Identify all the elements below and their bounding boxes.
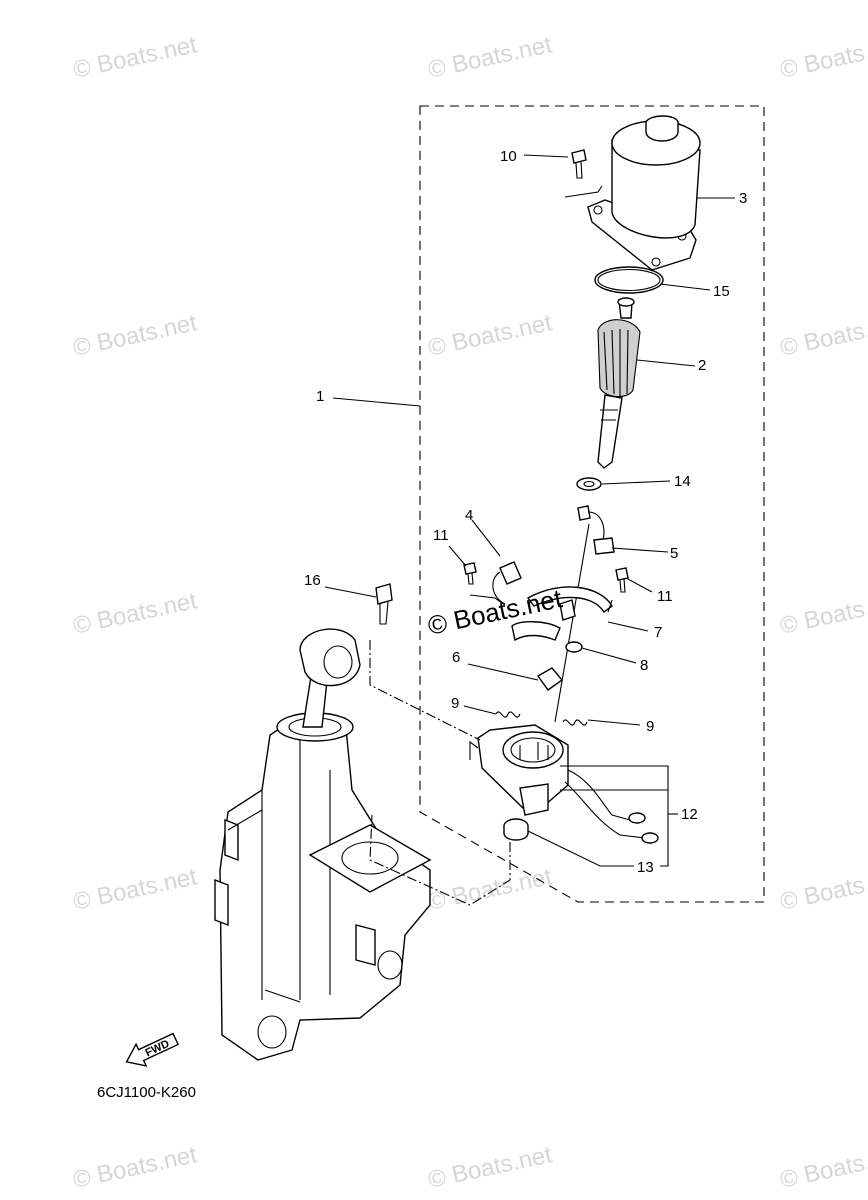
callout-10: 10 (500, 148, 517, 165)
callout-5: 5 (670, 545, 678, 562)
brush-6 (536, 667, 564, 691)
watermark: © Boats.net (778, 31, 868, 84)
watermark: © Boats.net (778, 863, 868, 916)
spring-9-left (495, 711, 521, 718)
callout-13: 13 (637, 859, 654, 876)
brush-lead-5 (554, 505, 615, 723)
watermark: © Boats.net (426, 1141, 555, 1194)
fwd-arrow-icon: FWD (125, 1032, 180, 1067)
callout-4: 4 (465, 507, 473, 524)
watermark: © Boats.net (71, 309, 200, 362)
watermark: © Boats.net (71, 1141, 200, 1194)
washer-8 (565, 641, 583, 653)
callout-8: 8 (640, 657, 648, 674)
diagram-code: 6CJ1100-K260 (97, 1084, 196, 1101)
callout-7: 7 (654, 624, 662, 641)
watermark: © Boats.net (426, 863, 555, 916)
fwd-label: FWD (144, 1038, 172, 1059)
o-ring (594, 266, 664, 294)
watermark: © Boats.net (71, 587, 200, 640)
watermark: © Boats.net (778, 309, 868, 362)
callout-9-right: 9 (646, 718, 654, 735)
leader-lines (324, 154, 735, 867)
callout-16: 16 (304, 572, 321, 589)
callout-6: 6 (452, 649, 460, 666)
bolt-10-axis (564, 185, 603, 198)
screw-11-left (463, 562, 477, 585)
motor-housing (587, 115, 701, 271)
callout-2: 2 (698, 357, 706, 374)
armature (597, 297, 641, 469)
assembly-axes (369, 594, 613, 906)
trim-cylinder-bracket (214, 628, 432, 1061)
callout-1: 1 (316, 388, 324, 405)
bolt-10 (571, 149, 587, 179)
brush-holder-7 (511, 586, 613, 642)
watermark: © Boats.net (71, 31, 200, 84)
watermark: © Boats.net (778, 1141, 868, 1194)
callout-11-left: 11 (433, 527, 449, 544)
grommet-13 (503, 818, 529, 841)
washer-14 (576, 477, 602, 491)
callout-12: 12 (681, 806, 698, 823)
callout-14: 14 (674, 473, 691, 490)
screw-11-right (615, 567, 629, 593)
callout-3: 3 (739, 190, 747, 207)
callout-15: 15 (713, 283, 730, 300)
end-cover-12 (469, 724, 659, 844)
watermark: © Boats.net (71, 863, 200, 916)
assembly-boundary (419, 105, 765, 903)
brush-4 (492, 561, 522, 605)
watermark: © Boats.net (778, 587, 868, 640)
spring-9-right (562, 719, 588, 726)
callouts: 1 2 3 4 5 6 7 8 9 9 10 11 11 12 13 14 15… (304, 148, 747, 876)
callout-9-left: 9 (451, 695, 459, 712)
watermark: © Boats.net (426, 31, 555, 84)
bolt-16 (375, 583, 393, 625)
callout-11-right: 11 (657, 588, 673, 605)
watermark: © Boats.net (426, 309, 555, 362)
